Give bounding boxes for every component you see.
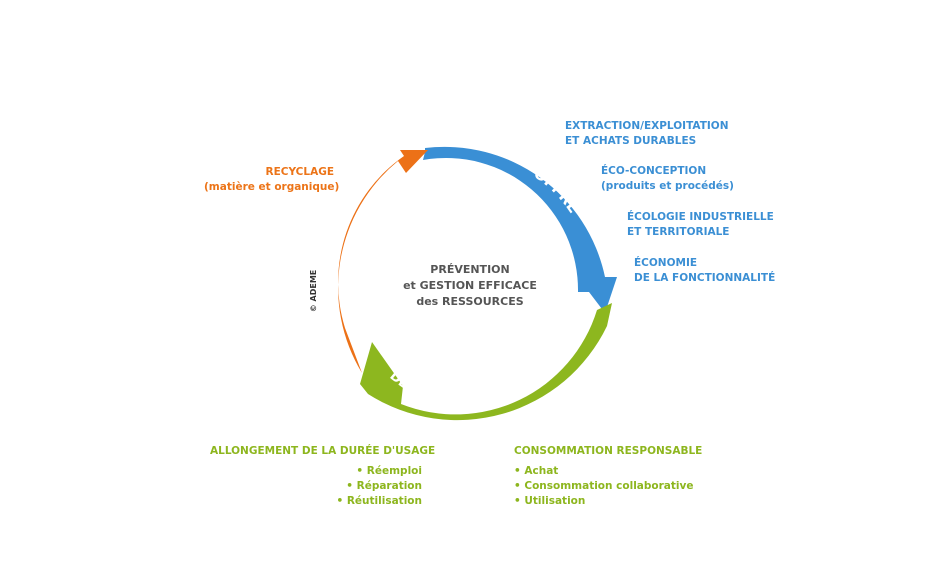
gestion-item-recyclage-line1: RECYCLAGE — [265, 166, 334, 178]
gestion-item-recyclage: RECYCLAGE (matière et organique) — [204, 165, 340, 195]
center-line-3: des RESSOURCES — [416, 295, 524, 308]
offre-item-extraction-line2: ET ACHATS DURABLES — [565, 135, 697, 147]
demande-subtitle-small: des — [432, 398, 453, 411]
usage-title: ALLONGEMENT DE LA DURÉE D'USAGE — [210, 445, 436, 457]
usage-block: ALLONGEMENT DE LA DURÉE D'USAGE • Réempl… — [210, 444, 436, 509]
usage-item-reparation: • Réparation — [346, 480, 422, 492]
offre-item-economie-line1: ÉCONOMIE — [634, 257, 698, 269]
offre-item-extraction: EXTRACTION/EXPLOITATION ET ACHATS DURABL… — [565, 119, 729, 149]
offre-item-eco-conception-line2: (produits et procédés) — [601, 180, 734, 192]
gestion-item-recyclage-line2: (matière et organique) — [204, 181, 340, 193]
gestion-title: GESTION DES DÉCHETS — [341, 176, 421, 340]
offre-item-ecologie-line1: ÉCOLOGIE INDUSTRIELLE — [627, 211, 774, 223]
offre-subtitle: des ACTEURS ÉCONOMIQUES — [0, 0, 571, 286]
consommation-item-utilisation: • Utilisation — [514, 495, 586, 507]
usage-item-reutilisation: • Réutilisation — [336, 495, 422, 507]
demande-subtitle-caps: CONSOMMATEURS — [0, 0, 537, 410]
offre-item-extraction-line1: EXTRACTION/EXPLOITATION — [565, 120, 729, 132]
usage-item-reemploi: • Réemploi — [356, 465, 422, 477]
offre-item-economie: ÉCONOMIE DE LA FONCTIONNALITÉ — [634, 256, 775, 286]
consommation-block: CONSOMMATION RESPONSABLE • Achat • Conso… — [514, 444, 702, 509]
center-line-2: et GESTION EFFICACE — [403, 279, 537, 292]
consommation-item-collaborative: • Consommation collaborative — [514, 480, 694, 492]
consommation-title: CONSOMMATION RESPONSABLE — [514, 445, 703, 457]
offre-item-ecologie-line2: ET TERRITORIALE — [627, 226, 730, 238]
offre-item-eco-conception: ÉCO-CONCEPTION (produits et procédés) — [601, 164, 734, 194]
center-line-1: PRÉVENTION — [430, 263, 510, 276]
offre-item-economie-line2: DE LA FONCTIONNALITÉ — [634, 272, 776, 284]
demande-arrow — [360, 303, 612, 421]
center-label: PRÉVENTION et GESTION EFFICACE des RESSO… — [400, 262, 540, 310]
offre-item-eco-conception-line1: ÉCO-CONCEPTION — [601, 165, 707, 177]
consommation-item-achat: • Achat — [514, 465, 559, 477]
offre-subtitle-small: des — [462, 164, 485, 180]
offre-subtitle-caps: ACTEURS ÉCONOMIQUES — [0, 0, 571, 286]
demande-subtitle: des CONSOMMATEURS — [0, 0, 537, 411]
offre-item-ecologie: ÉCOLOGIE INDUSTRIELLE ET TERRITORIALE — [627, 210, 774, 240]
demande-title: DEMANDE ET COMPORTEMENT — [0, 0, 566, 409]
offre-arrow — [423, 146, 617, 313]
copyright-label: © ADEME — [309, 270, 318, 313]
